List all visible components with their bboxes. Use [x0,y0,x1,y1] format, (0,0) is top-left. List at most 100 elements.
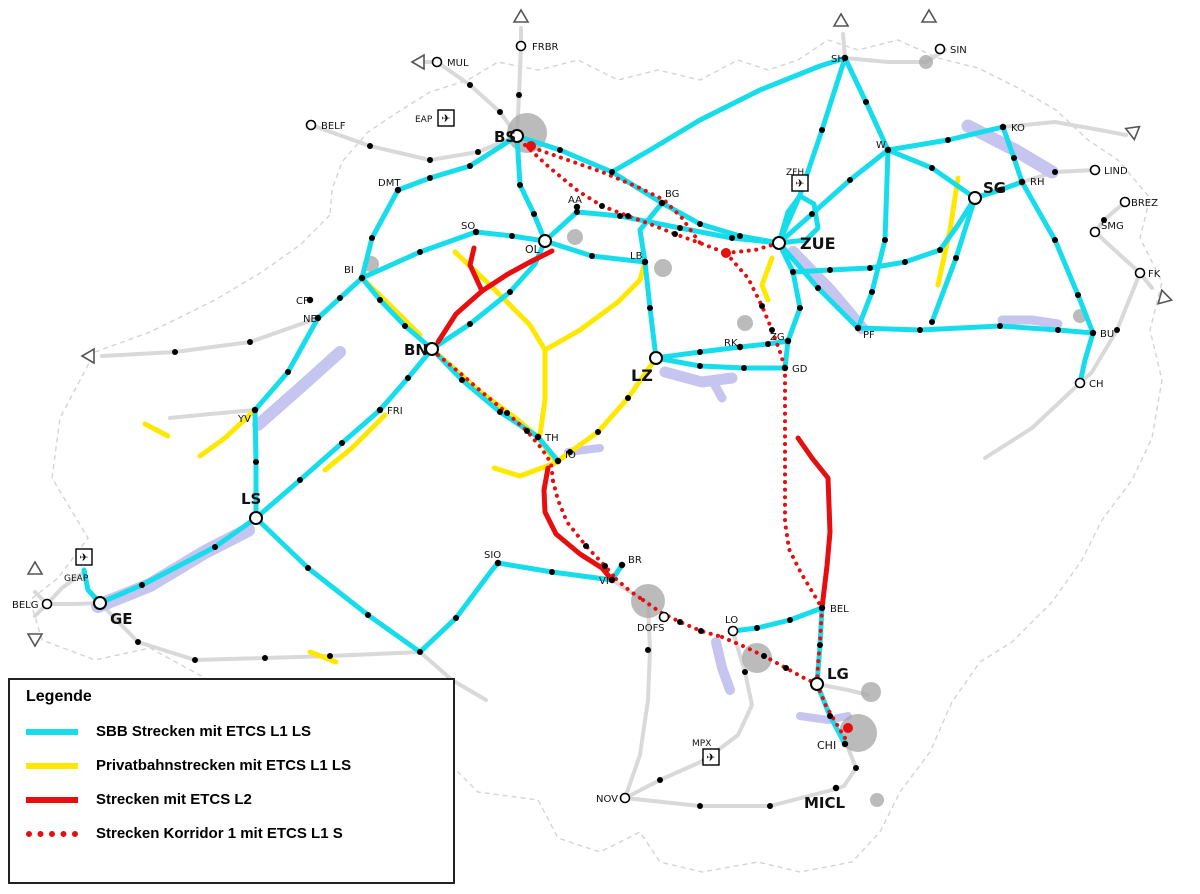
station-dot [599,203,605,209]
station-label-BI: BI [344,265,354,276]
station-dot [417,249,423,255]
station-dot [869,289,875,295]
station-dot [417,649,423,655]
station-label-TH: TH [544,433,559,444]
station-LB [641,258,649,266]
station-dot [625,395,631,401]
station-dot [467,82,473,88]
station-dot [1114,327,1120,333]
gray-line [815,682,870,697]
station-dot [516,92,522,98]
station-dot [574,209,580,215]
sbb-line-swatch [26,728,78,735]
urban-area-blob [654,259,672,277]
station-dot [602,563,608,569]
station-dot [847,177,853,183]
lake [796,712,852,724]
station-dot [1075,292,1081,298]
corridor-point [721,248,731,258]
sbb-line [776,240,803,344]
etcs-l2-line-swatch [26,796,78,803]
station-SH [841,54,849,62]
station-dot [549,569,555,575]
station-MUL [431,56,443,68]
l2-line [435,248,555,345]
station-dot [827,713,833,719]
station-DMT [394,186,402,194]
station-dot [402,323,408,329]
station-dot [867,265,873,271]
l2-line [795,435,833,611]
station-dot [405,375,411,381]
station-label-MUL: MUL [447,58,469,69]
direction-arrow [1157,288,1174,305]
station-dot [742,669,748,675]
station-dot [453,615,459,621]
lake [787,246,868,334]
station-SIN [934,43,946,55]
corridor-line [724,241,781,255]
station-label-CH: CH [1089,379,1104,390]
airplane-icon: ✈ [795,177,804,190]
priv-line [452,249,548,438]
gray-line [834,746,858,791]
sbb-line [653,355,788,371]
station-dot [459,377,465,383]
station-RK [736,343,744,351]
sbb-line [253,515,423,655]
priv-line [197,407,258,459]
station-VI [608,576,616,584]
station-dot [853,765,859,771]
corridor-line [641,598,724,639]
station-W [884,146,892,154]
station-dot [787,617,793,623]
station-ZUE [772,236,786,250]
station-label-KO: KO [1011,123,1025,134]
station-label-LS: LS [241,490,261,508]
station-label-NOV: NOV [596,794,618,805]
station-dot [192,657,198,663]
corridor-line [783,366,824,610]
station-label-GE: GE [110,610,133,628]
station-label-LZ: LZ [631,366,653,385]
station-label-LB: LB [630,251,643,262]
station-dot [769,327,775,333]
priv-line [759,255,775,303]
l2-line [467,245,485,294]
station-LZ [649,351,663,365]
airport-label-MPX: MPX [692,739,711,749]
priv-line [142,421,171,439]
station-label-ZG: ZG [770,332,785,343]
station-label-AA: AA [568,195,582,206]
station-BREZ [1119,196,1131,208]
station-dot [589,253,595,259]
station-label-CHI: CHI [817,739,836,752]
station-dot [672,231,678,237]
station-IO [554,457,562,465]
airport-label-GEAP: GEAP [64,574,89,584]
station-SIO [494,559,502,567]
station-label-SG: SG [983,179,1006,197]
sbb-line [253,407,383,521]
gray-line [100,316,320,358]
sbb-line [776,55,848,246]
station-dot [297,477,303,483]
station-dot [827,267,833,273]
station-dot [759,303,765,309]
station-label-SH: SH [831,54,845,65]
station-dot [945,137,951,143]
station-NOV [619,792,631,804]
station-dot [509,233,515,239]
station-OL [538,234,552,248]
direction-arrow [26,633,44,648]
legend: Legende SBB Strecken mit ETCS L1 LS Priv… [8,678,455,884]
station-dot [677,619,683,625]
station-dot [929,165,935,171]
lake [711,637,735,695]
station-dot [427,175,433,181]
priv-line [935,175,961,288]
legend-item-label: SBB Strecken mit ETCS L1 LS [96,723,312,740]
station-dot [815,285,821,291]
corridor-line [523,143,728,255]
